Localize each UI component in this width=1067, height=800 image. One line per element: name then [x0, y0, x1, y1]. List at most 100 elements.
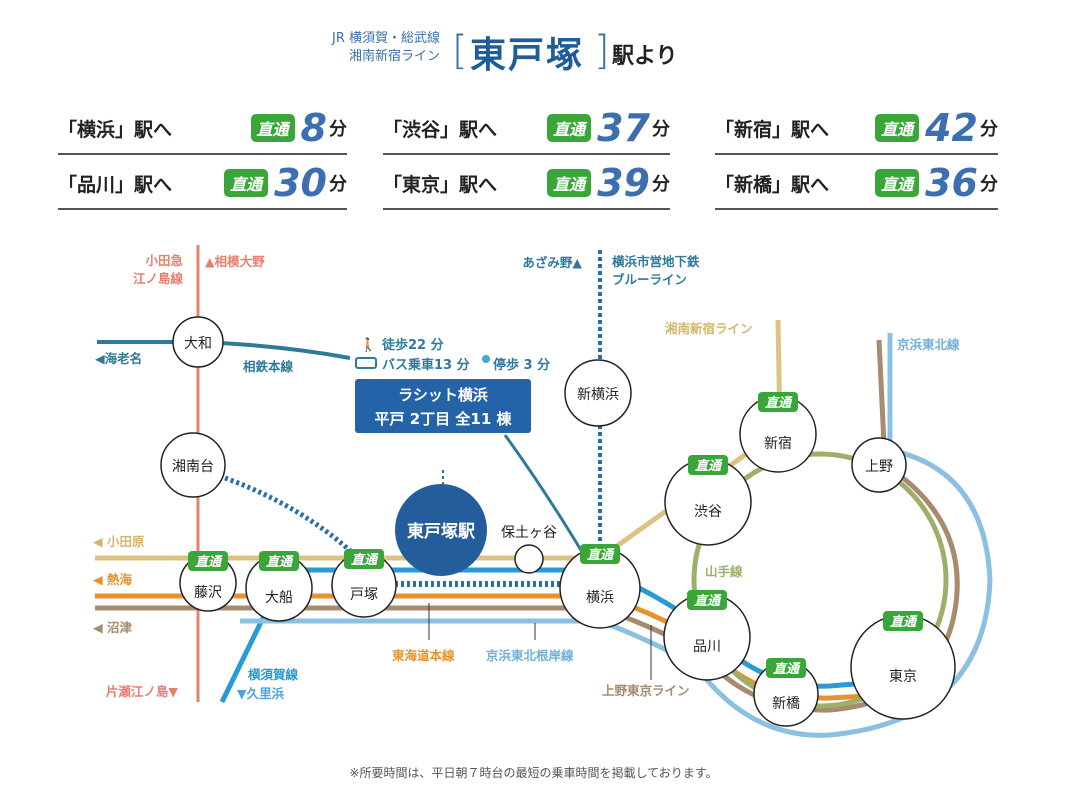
label-yamanote: 山手線 [705, 564, 743, 579]
property-name2: 平戸 2丁目 全11 棟 [375, 410, 513, 428]
header-line1: JR 横須賀・総武線 [332, 31, 440, 46]
station-name: 上野 [865, 459, 893, 475]
label-odakyu1: 小田急 [144, 253, 183, 268]
label-kurihama: ▼久里浜 [237, 686, 285, 701]
station-name: 新橋 [772, 696, 800, 712]
label-negishi: 京浜東北根岸線 [486, 648, 574, 663]
station-hodogaya: 保土ヶ谷 [501, 525, 557, 574]
direct-badge-label: 直通 [587, 547, 615, 563]
label-tokaido: 東海道本線 [392, 648, 455, 663]
minutes-unit: 分 [980, 174, 998, 195]
direct-badge [688, 455, 728, 475]
destination: 「新橋」駅へ [715, 173, 830, 196]
direct-badge: 直通 [547, 114, 592, 142]
label-keihin-tohoku: 京浜東北線 [897, 337, 960, 352]
direct-badge-label: 直通 [765, 395, 793, 411]
station-shonandai: 湘南台 [160, 432, 226, 498]
label-yokosuka: 横須賀線 [248, 667, 299, 682]
direct-badge [259, 551, 299, 571]
bus-time: バス乗車13 分 [382, 357, 470, 373]
station-name: 湘南台 [172, 459, 214, 475]
property-name1: ラシット横浜 [398, 386, 488, 404]
station-higashi-totsuka: 東戸塚駅 [395, 484, 487, 576]
direct-badge [580, 544, 620, 564]
walk-icon: 🚶 [360, 337, 376, 353]
sotetsu-line-east [503, 434, 592, 566]
label-shonan-shinjuku: 湘南新宿ライン [665, 321, 753, 336]
station-name: 保土ヶ谷 [501, 525, 557, 541]
header-suffix: 駅より [612, 44, 678, 69]
direct-badge [344, 549, 384, 569]
label-ueno-tokyo: 上野東京ライン [602, 683, 690, 698]
station-name: 東戸塚駅 [407, 521, 476, 542]
label-odakyu2: 江ノ島線 [133, 271, 184, 286]
direct-badge-label: 直通 [890, 614, 918, 630]
destination: 「東京」駅へ [383, 173, 498, 196]
station-name: 藤沢 [194, 585, 222, 601]
travel-minutes: 37 [597, 106, 650, 150]
travel-minutes: 39 [597, 161, 650, 205]
property-box [355, 379, 531, 433]
direct-badge: 直通 [875, 169, 920, 197]
destination: 「品川」駅へ [58, 173, 173, 196]
travel-minutes: 42 [925, 106, 978, 150]
label-atami: ◀ 熱海 [93, 572, 132, 587]
station-name: 大和 [184, 336, 212, 352]
direct-badge-label: 直通 [351, 552, 379, 568]
walk-time: 徒歩22 分 [381, 337, 444, 353]
station-name: 渋谷 [694, 504, 722, 520]
direct-badge [758, 392, 798, 412]
station-yamato: 大和 [172, 316, 224, 368]
station-name: 横浜 [586, 590, 614, 606]
label-sagami-ono: ▲相模大野 [205, 254, 265, 269]
header-lines: JR 横須賀・総武線 湘南新宿ライン [300, 30, 440, 66]
travel-minutes: 36 [925, 161, 978, 205]
label-azamino: あざみ野▲ [522, 255, 582, 270]
direct-badge: 直通 [250, 114, 295, 142]
destination: 「渋谷」駅へ [383, 118, 498, 141]
minutes-unit: 分 [652, 174, 670, 195]
direct-badge: 直通 [224, 169, 269, 197]
label-odawara: ◀ 小田原 [93, 534, 145, 549]
station-ueno: 上野 [851, 437, 907, 493]
header-line2: 湘南新宿ライン [348, 49, 440, 64]
station-name: 新宿 [764, 435, 792, 452]
station-name: 品川 [693, 639, 721, 655]
minutes-unit: 分 [329, 174, 347, 195]
direct-badge-label: 直通 [695, 458, 723, 474]
destination: 「新宿」駅へ [715, 118, 830, 141]
direct-badge: 直通 [547, 169, 592, 197]
direct-badge-label: 直通 [266, 554, 294, 570]
direct-badge-label: 直通 [195, 554, 223, 570]
label-ebina: ◀海老名 [95, 351, 142, 366]
yamanote-line [691, 451, 949, 709]
station-name: 戸塚 [350, 587, 378, 603]
direct-badge [883, 611, 923, 631]
bus-stop-icon [482, 355, 490, 363]
label-katase: 片瀬江ノ島▼ [106, 684, 179, 699]
direct-badge [188, 551, 228, 571]
bracket-close: ] [594, 28, 610, 74]
station-name: 新横浜 [577, 387, 619, 403]
destination: 「横浜」駅へ [58, 118, 173, 141]
direct-badge [766, 658, 806, 678]
minutes-unit: 分 [329, 119, 347, 140]
direct-badge: 直通 [875, 114, 920, 142]
travel-minutes: 8 [300, 106, 327, 150]
